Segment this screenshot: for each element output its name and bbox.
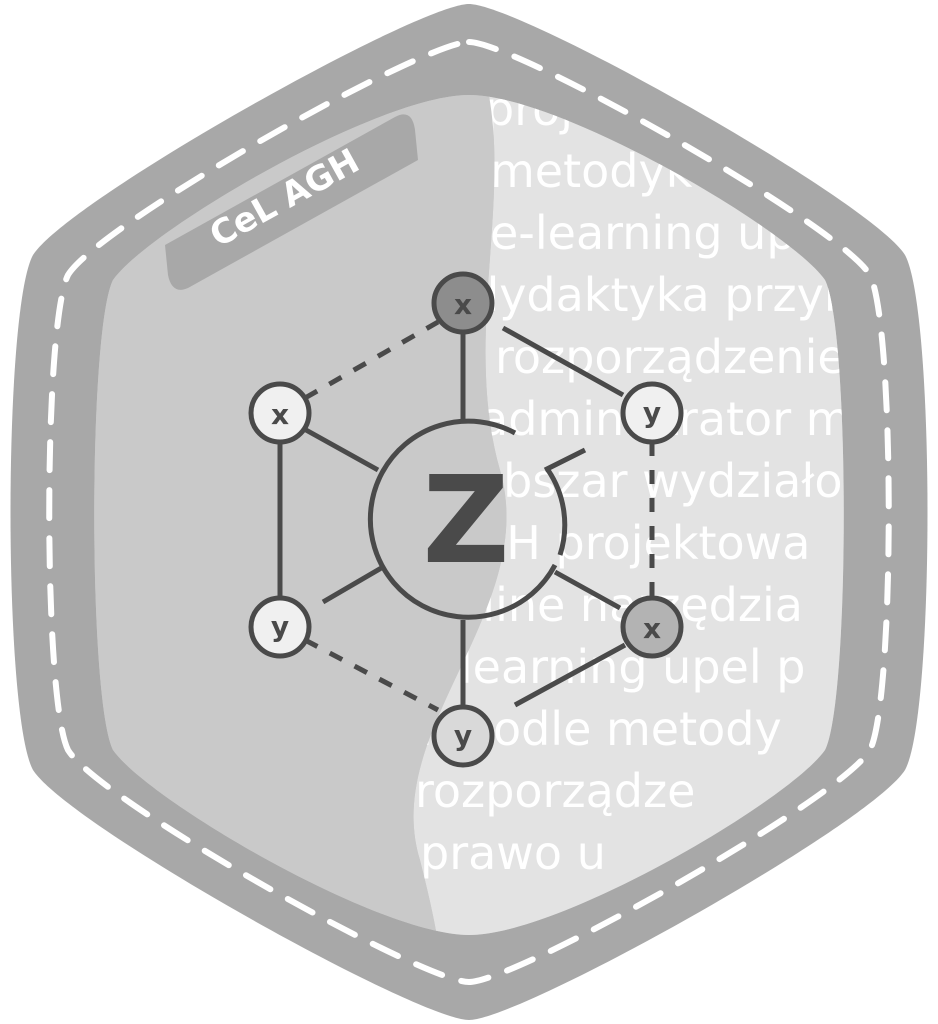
center-letter: Z bbox=[422, 452, 509, 591]
background-text-line: obszar wydziałow bbox=[475, 454, 880, 508]
dashed-connectors bbox=[303, 319, 655, 713]
background-text-line: e-learning up bbox=[490, 206, 796, 260]
node-upper-right-label: y bbox=[643, 396, 661, 429]
background-text-line: e-learning upel p bbox=[415, 640, 805, 694]
node-top: x bbox=[431, 271, 495, 335]
background-text-line: prawo u bbox=[420, 826, 606, 880]
node-top-label: x bbox=[454, 288, 472, 321]
node-lower-right-label: x bbox=[643, 612, 661, 645]
background-text-line: rozporządze bbox=[415, 764, 695, 818]
node-upper-left-label: x bbox=[271, 398, 289, 431]
node-upper-left: x bbox=[248, 381, 312, 445]
node-lower-right: x bbox=[620, 595, 684, 659]
node-lower-left: y bbox=[248, 595, 312, 659]
dashed-stitch-border bbox=[46, 38, 892, 986]
connector-lines bbox=[277, 325, 627, 710]
node-upper-right: y bbox=[620, 381, 684, 445]
center-node: Z bbox=[367, 418, 568, 620]
background-text-line: dydaktyka przyk bbox=[470, 268, 851, 322]
node-bottom: y bbox=[431, 704, 495, 768]
node-bottom-label: y bbox=[454, 719, 472, 752]
node-lower-left-label: y bbox=[271, 610, 289, 643]
